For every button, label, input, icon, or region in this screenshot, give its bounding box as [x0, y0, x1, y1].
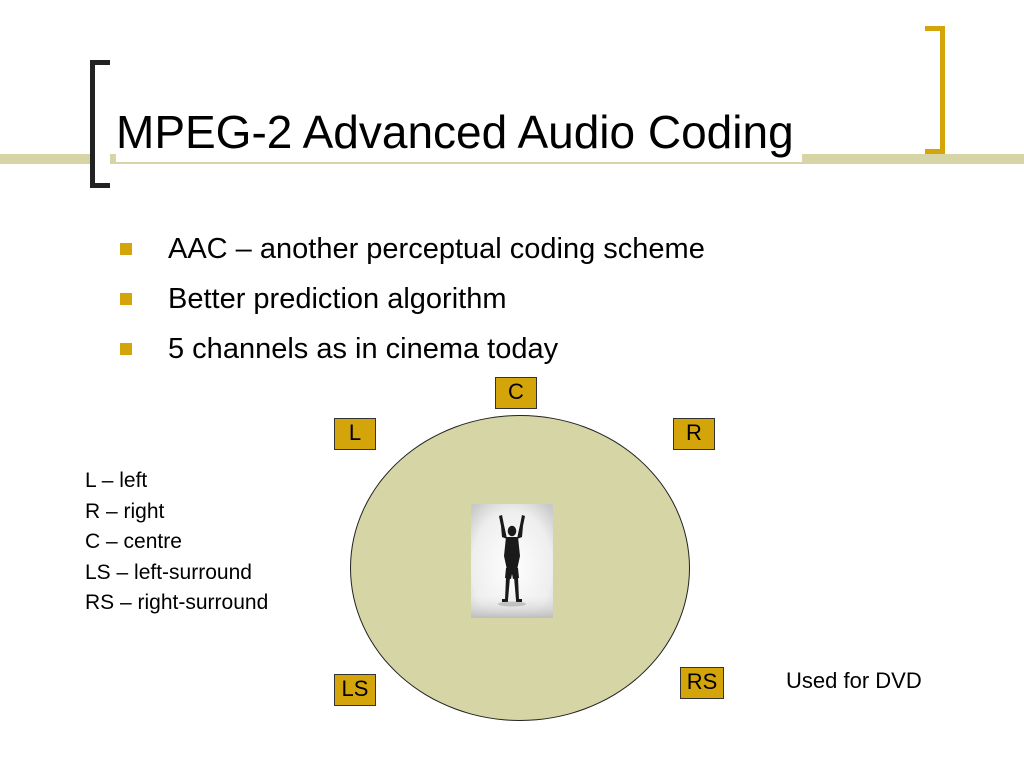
square-bullet-icon: [120, 343, 132, 355]
legend-item: L – left: [85, 469, 148, 492]
bullet-list: AAC – another perceptual coding scheme B…: [118, 226, 878, 376]
channel-legend: L – left R – right C – centre LS – left-…: [85, 466, 268, 619]
bullet-item: AAC – another perceptual coding scheme: [118, 226, 878, 276]
speaker-label-left-surround: LS: [334, 674, 376, 706]
right-bracket-decoration: [925, 26, 945, 154]
bullet-item: Better prediction algorithm: [118, 276, 878, 326]
legend-item: LS – left-surround: [85, 560, 252, 584]
square-bullet-icon: [120, 293, 132, 305]
legend-item: RS – right-surround: [85, 591, 269, 614]
bullet-text: Better prediction algorithm: [168, 283, 507, 315]
speaker-label-center: C: [495, 377, 537, 409]
bullet-item: 5 channels as in cinema today: [118, 326, 878, 376]
listener-figure-image: [471, 504, 553, 618]
left-bracket-decoration: [90, 60, 110, 188]
dvd-usage-note: Used for DVD: [786, 668, 922, 693]
bullet-text: AAC – another perceptual coding scheme: [168, 233, 705, 265]
speaker-label-right-surround: RS: [680, 667, 724, 699]
square-bullet-icon: [120, 243, 132, 255]
bullet-text: 5 channels as in cinema today: [168, 333, 559, 365]
speaker-label-right: R: [673, 418, 715, 450]
speaker-label-left: L: [334, 418, 376, 450]
legend-item: C – centre: [85, 530, 182, 553]
slide-title: MPEG-2 Advanced Audio Coding: [116, 102, 802, 162]
legend-item: R – right: [85, 499, 165, 523]
